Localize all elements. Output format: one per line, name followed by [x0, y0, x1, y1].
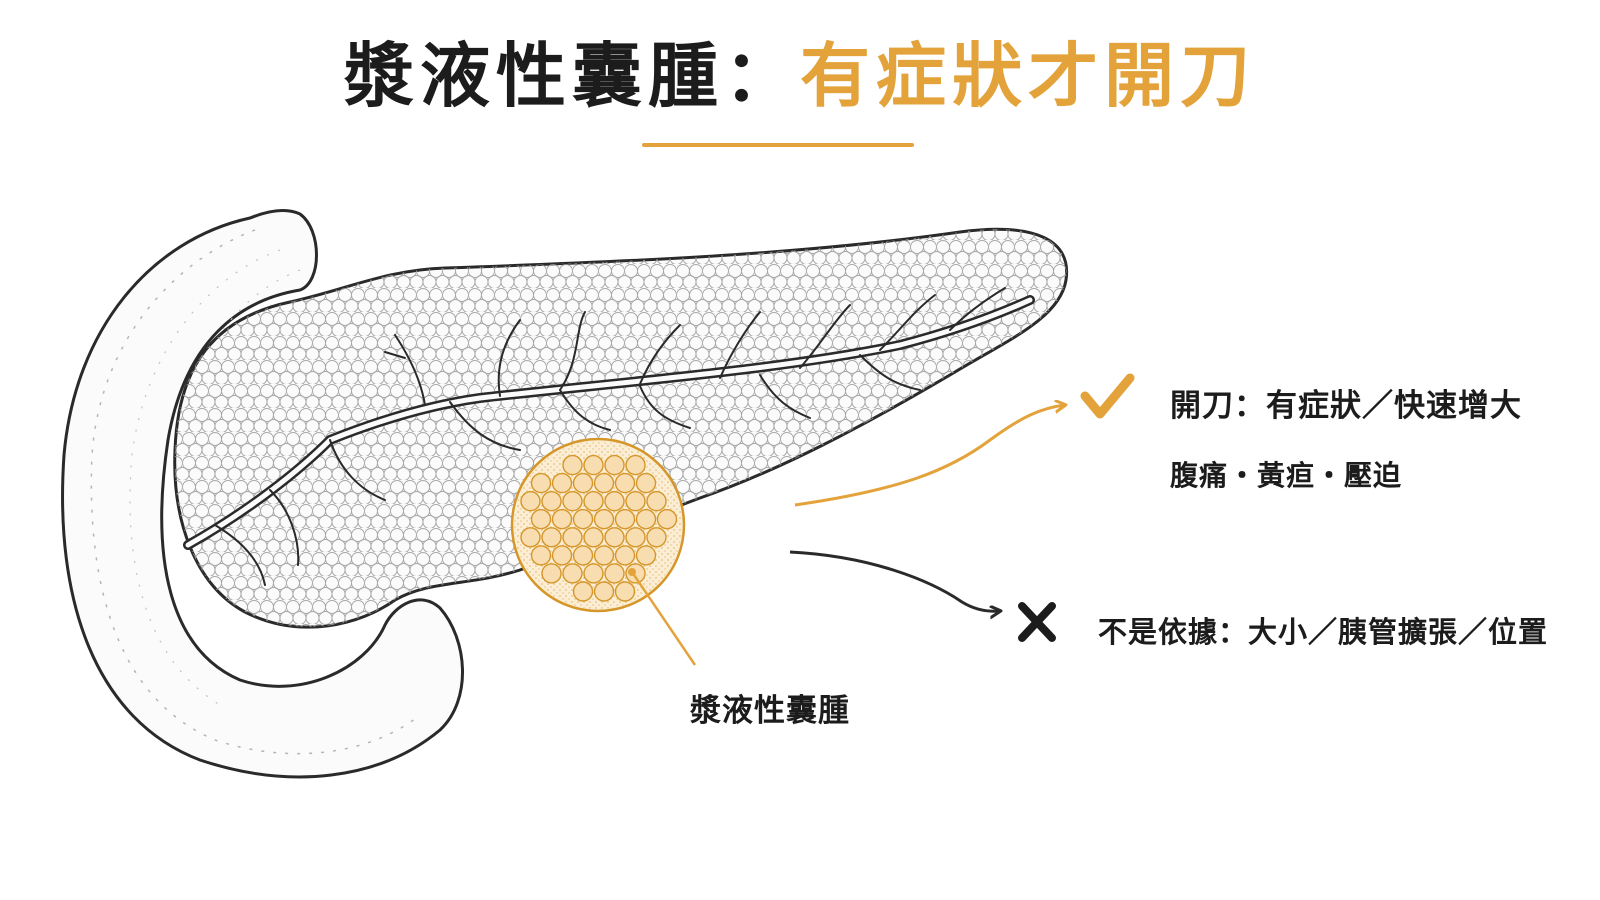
cyst-cells: [520, 454, 678, 602]
duodenum: [61, 209, 464, 779]
cyst-cell: [593, 509, 615, 530]
check-icon: [1080, 373, 1135, 419]
cyst-cell: [625, 454, 646, 476]
cyst-cell: [593, 545, 615, 566]
cyst-cell: [614, 545, 636, 566]
cyst-cell: [583, 527, 604, 548]
cyst-cell: [562, 563, 583, 584]
cross-icon: [1018, 602, 1056, 642]
duct-branches: [214, 287, 1006, 586]
cyst-cell: [614, 472, 636, 494]
cyst-cell: [646, 527, 667, 548]
cyst-cell: [593, 581, 615, 602]
cyst-cell: [541, 491, 562, 512]
cyst-cell: [562, 491, 583, 512]
cyst-cell: [562, 527, 583, 548]
cyst-cell: [583, 563, 604, 584]
cyst-cell: [541, 563, 562, 584]
cyst-cell: [551, 509, 573, 530]
cyst-cell: [551, 545, 573, 566]
cyst-cell: [520, 527, 541, 548]
cyst-cell: [530, 509, 552, 530]
serous-cyst: [510, 437, 686, 613]
page-title: 漿液性囊腫：有症狀才開刀: [0, 38, 1600, 115]
cyst-cell: [572, 581, 594, 602]
cyst-cell: [604, 563, 625, 584]
cyst-cell: [635, 509, 657, 530]
cyst-cell: [625, 527, 646, 548]
cyst-cell: [614, 509, 636, 530]
cyst-cell: [604, 491, 625, 512]
cyst-cell: [541, 527, 562, 548]
cyst-label: 漿液性囊腫: [690, 693, 850, 729]
cyst-cell: [593, 472, 615, 494]
arrow-to-indication: [794, 405, 1065, 507]
cyst-cell: [635, 472, 657, 494]
title-accent: 有症狀才開刀: [800, 35, 1256, 117]
pancreas: [173, 227, 1069, 629]
surgery-indication-symptoms: 腹痛・黃疸・壓迫: [1170, 459, 1403, 492]
cyst-cell: [656, 509, 678, 530]
cyst-cell: [562, 454, 583, 476]
arrow-to-non-indication: [789, 550, 1000, 611]
non-indication-heading: 不是依據：大小／胰管擴張／位置: [1098, 615, 1549, 649]
surgery-indication-heading: 開刀：有症狀／快速增大: [1170, 388, 1522, 424]
cyst-cell: [530, 545, 552, 566]
cyst-cell: [530, 472, 552, 494]
cyst-leader-line: [628, 568, 697, 666]
cyst-cell: [520, 491, 541, 512]
cyst-cell: [583, 491, 604, 512]
cyst-cell: [572, 545, 594, 566]
cyst-cell: [583, 454, 604, 476]
title-underline: [642, 143, 914, 147]
cyst-cell: [551, 472, 573, 494]
cyst-cell: [625, 491, 646, 512]
cyst-cell: [635, 545, 657, 566]
cyst-cell: [604, 527, 625, 548]
cyst-cell: [604, 454, 625, 476]
cyst-cell: [572, 509, 594, 530]
cyst-cell: [646, 491, 667, 512]
title-main: 漿液性囊腫：: [344, 35, 800, 117]
cyst-cell: [614, 581, 636, 602]
cyst-cell: [572, 472, 594, 494]
